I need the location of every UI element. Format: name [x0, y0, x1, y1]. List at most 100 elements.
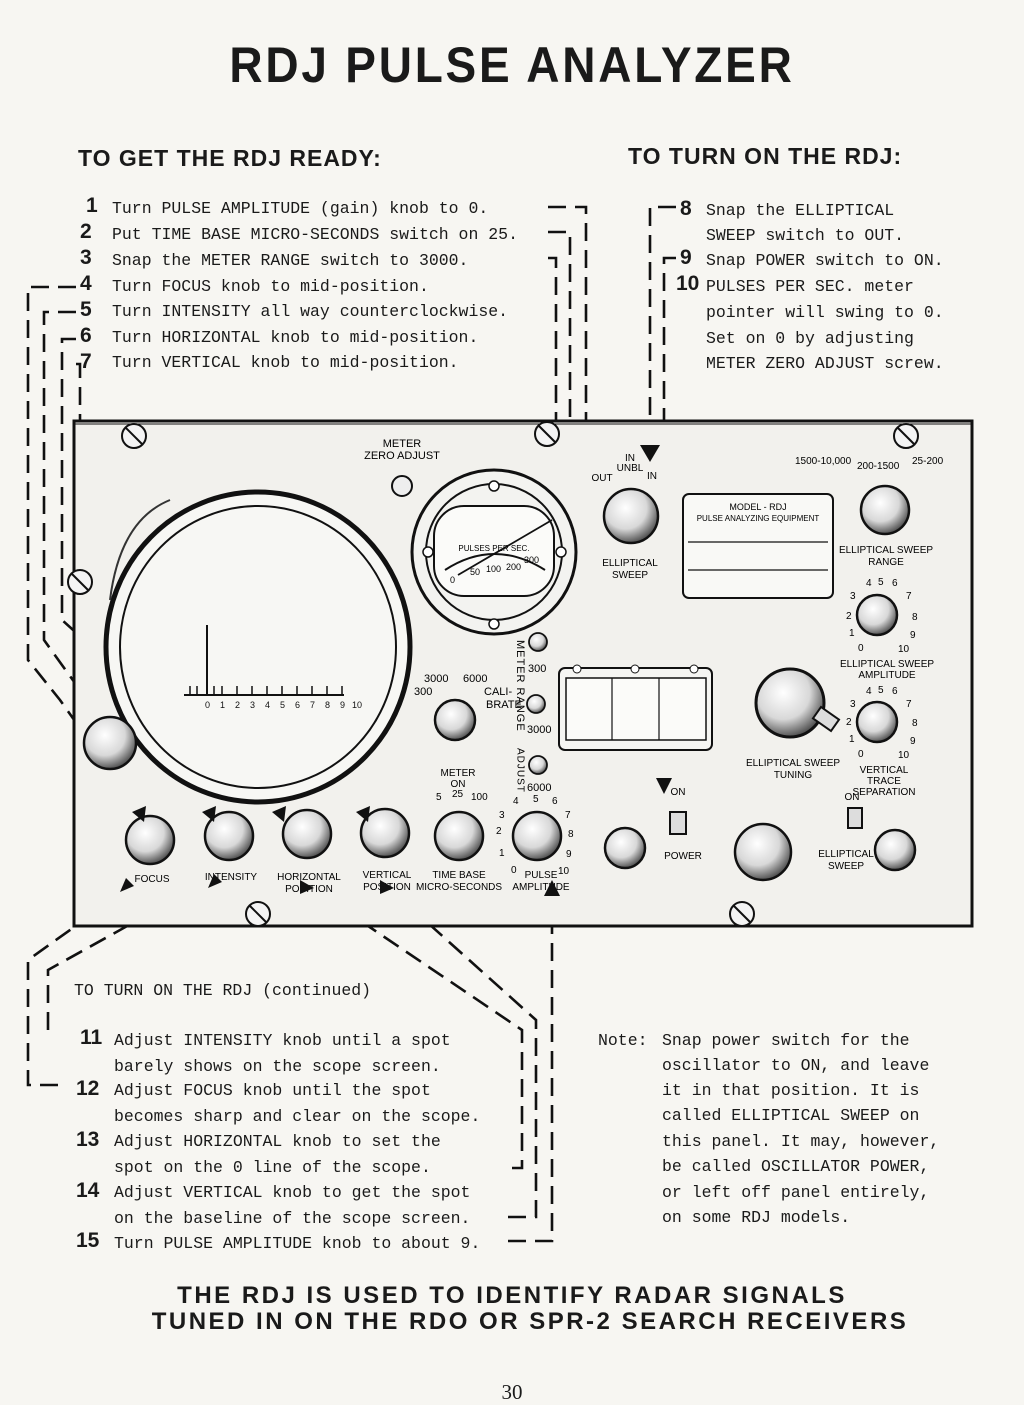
step-text: PULSES PER SEC. meter — [706, 277, 914, 296]
sweep-range-knob — [859, 484, 911, 536]
sweep-amp-tick: 7 — [906, 591, 912, 602]
step-text: barely shows on the scope screen. — [114, 1057, 441, 1076]
step-text: Turn INTENSITY all way counterclockwise. — [112, 302, 509, 321]
leader-11 — [46, 878, 211, 1030]
step-number: 7 — [80, 350, 92, 373]
pulse-amp-tick: 8 — [568, 829, 574, 840]
arrow-icon — [356, 806, 370, 822]
note-line: called ELLIPTICAL SWEEP on — [662, 1106, 920, 1125]
scope-tick: 5 — [280, 700, 285, 710]
step-text: becomes sharp and clear on the scope. — [114, 1107, 481, 1126]
meter-on-label: METER — [441, 768, 476, 779]
meter-zero-label-2: ZERO ADJUST — [364, 450, 440, 462]
leader-3 — [548, 256, 558, 430]
scope-tick: 3 — [250, 700, 255, 710]
trace-sep-label: VERTICAL — [860, 765, 909, 776]
scope-tick: 10 — [352, 700, 362, 710]
meter-range-vertical-label: METER RANGE — [514, 640, 526, 732]
horizontal-label: HORIZONTAL — [277, 872, 341, 883]
trace-separation-knob — [855, 700, 899, 744]
switch-in-top: IN — [625, 453, 635, 464]
vertical-label: VERTICAL — [363, 870, 412, 881]
horizontal-knob — [281, 808, 333, 860]
step-text: Turn HORIZONTAL knob to mid-position. — [112, 328, 479, 347]
time-base-label: MICRO-SECONDS — [416, 882, 502, 893]
sweep-amp-tick: 3 — [850, 591, 856, 602]
sweep-range-value: 200-1500 — [857, 461, 900, 472]
trace-sep-tick: 5 — [878, 685, 884, 696]
elliptical-sweep-lamp — [873, 828, 917, 872]
pulse-amp-tick: 2 — [496, 826, 502, 837]
footer-line-2: TUNED IN ON THE RDO OR SPR-2 SEARCH RECE… — [151, 1308, 909, 1335]
meter-tick: 300 — [524, 555, 539, 565]
time-base-label: TIME BASE — [432, 870, 486, 881]
meter-tick: 0 — [450, 575, 455, 585]
step-text: spot on the 0 line of the scope. — [114, 1158, 431, 1177]
large-knob-right — [733, 822, 793, 882]
meter-range-value: 6000 — [463, 673, 487, 685]
sweep-amplitude-knob — [855, 593, 899, 637]
leader-8 — [648, 205, 676, 445]
sweep-tuning-label: ELLIPTICAL SWEEP — [746, 758, 840, 769]
pulse-amp-tick: 9 — [566, 849, 572, 860]
range-button-label: 3000 — [527, 724, 551, 736]
sweep-tuning-knob — [754, 667, 826, 739]
note-label: Note: — [598, 1031, 648, 1050]
sweep-amp-tick: 10 — [898, 644, 910, 655]
sweep-amp-tick: 4 — [866, 578, 872, 589]
elliptical-toggle-label: SWEEP — [828, 861, 864, 872]
meter-range-value: BRATE — [486, 699, 522, 711]
step-number: 6 — [80, 324, 92, 347]
arrow-icon — [656, 778, 672, 794]
pulse-amp-tick: 0 — [511, 865, 517, 876]
knob-large-left — [82, 715, 138, 771]
sweep-amp-tick: 9 — [910, 630, 916, 641]
pulse-amp-tick: 10 — [558, 866, 570, 877]
pulse-amp-tick: 6 — [552, 796, 558, 807]
step-text: SWEEP switch to OUT. — [706, 226, 905, 245]
step-number: 1 — [86, 194, 98, 217]
trace-sep-tick: 7 — [906, 699, 912, 710]
step-number: 13 — [76, 1128, 100, 1151]
trace-sep-tick: 9 — [910, 736, 916, 747]
trace-sep-label: SEPARATION — [853, 787, 916, 798]
scope-tick: 9 — [340, 700, 345, 710]
scope-tick: 6 — [295, 700, 300, 710]
meter-range-value: CALI- — [484, 686, 512, 698]
arrow-icon — [132, 806, 146, 822]
sweep-amp-tick: 2 — [846, 611, 852, 622]
power-toggle-switch — [669, 811, 687, 835]
arrowheads — [120, 445, 672, 896]
continued-heading: TO TURN ON THE RDJ (continued) — [74, 981, 372, 1000]
step-text: pointer will swing to 0. — [706, 303, 944, 322]
sweep-tuning-label: TUNING — [774, 770, 813, 781]
scope-tick: 1 — [220, 700, 225, 710]
elliptical-toggle-switch — [847, 807, 863, 829]
trace-sep-tick: 3 — [850, 699, 856, 710]
pulse-amp-tick: 3 — [499, 810, 505, 821]
meter-zero-label-1: METER — [383, 438, 422, 450]
focus-knob — [124, 814, 176, 866]
switch-unbl: UNBL — [617, 463, 644, 474]
sweep-amp-tick: 8 — [912, 612, 918, 623]
trace-sep-tick: 8 — [912, 718, 918, 729]
step-number: 4 — [80, 272, 92, 295]
step-text: Turn PULSE AMPLITUDE (gain) knob to 0. — [112, 199, 489, 218]
step-text: Set on 0 by adjusting — [706, 329, 914, 348]
scope-tick: 2 — [235, 700, 240, 710]
zero-adjust-screw-icon — [391, 475, 413, 497]
sweep-amp-tick: 6 — [892, 578, 898, 589]
arrow-icon — [202, 806, 216, 822]
scope-screen: 0 1 2 3 4 5 6 7 8 9 10 — [103, 489, 413, 805]
step-number: 12 — [76, 1077, 100, 1100]
step-number: 9 — [680, 246, 692, 269]
focus-label: FOCUS — [135, 874, 170, 885]
meter-on-label: ON — [451, 779, 466, 790]
sweep-range-label: ELLIPTICAL SWEEP — [839, 545, 933, 556]
elliptical-switch-label: ELLIPTICAL — [602, 558, 658, 569]
trace-sep-label: TRACE — [867, 776, 901, 787]
pulses-meter: PULSES PER SEC. 0 50 100 200 300 — [410, 468, 578, 636]
meter-range-value: 300 — [414, 686, 432, 698]
step-number: 3 — [80, 246, 92, 269]
pulse-amp-tick: 5 — [533, 794, 539, 805]
